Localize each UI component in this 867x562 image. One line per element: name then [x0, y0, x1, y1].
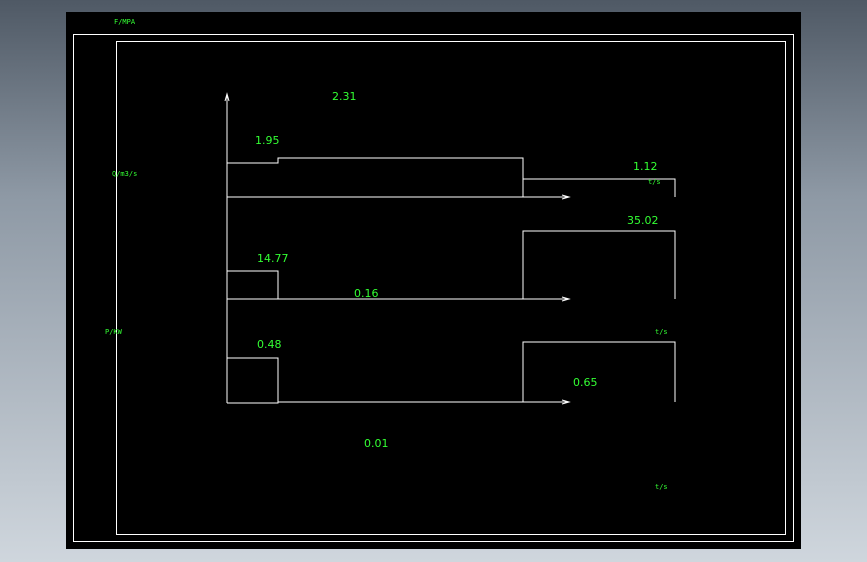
- flow-step-right: [522, 230, 676, 299]
- flow-step-left: [227, 270, 279, 299]
- time-axis-label-1: t/s: [648, 178, 661, 186]
- vertical-axis: [224, 92, 230, 403]
- force-value-label: 1.12: [633, 160, 658, 173]
- power-axis-label: P/KW: [105, 328, 123, 336]
- force-value-label: 1.95: [255, 134, 280, 147]
- force-trace-right: [523, 178, 676, 197]
- inner-border: [116, 41, 786, 535]
- flow-diagram: [227, 230, 676, 302]
- force-diagram: [227, 157, 676, 200]
- time-axis-label-2: t/s: [655, 328, 668, 336]
- power-value-label: 0.01: [364, 437, 389, 450]
- outer-border: [73, 34, 794, 542]
- flow-axis-label: Q/m3/s: [112, 170, 137, 178]
- power-diagram: [227, 341, 676, 405]
- arrow-icon: [561, 296, 571, 302]
- power-value-label: 0.65: [573, 376, 598, 389]
- power-step-right: [522, 341, 676, 402]
- arrow-icon: [561, 399, 571, 405]
- drawing-sheet: F/MPA Q/m3/s P/KW t/s t/s t/s 2.31 1.95 …: [66, 12, 801, 549]
- flow-value-label: 0.16: [354, 287, 379, 300]
- power-value-label: 0.48: [257, 338, 282, 351]
- power-step-left: [227, 357, 279, 404]
- force-value-label: 2.31: [332, 90, 357, 103]
- force-trace-left: [227, 157, 524, 197]
- flow-value-label: 14.77: [257, 252, 289, 265]
- arrow-icon: [561, 194, 571, 200]
- force-axis-label: F/MPA: [114, 18, 136, 26]
- time-axis-label-3: t/s: [655, 483, 668, 491]
- flow-value-label: 35.02: [627, 214, 659, 227]
- hydraulic-cycle-diagram: F/MPA Q/m3/s P/KW t/s t/s t/s 2.31 1.95 …: [73, 18, 794, 542]
